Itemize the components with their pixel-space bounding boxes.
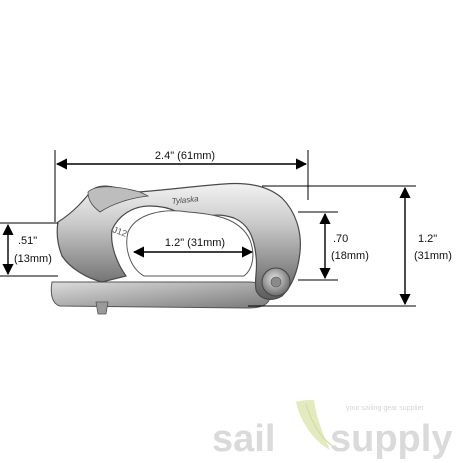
dimension-left-height: .51" (13mm) [0, 222, 58, 277]
label-inner-height-in: .70 [333, 233, 348, 245]
sail-leaf-icon [296, 400, 330, 450]
label-left-height-mm: (13mm) [14, 253, 52, 265]
snap-shackle-image: Tylaska J12 [50, 182, 301, 315]
label-overall-length: 2.4" (61mm) [155, 150, 215, 162]
watermark-word-sail: sail [212, 418, 275, 460]
sail-leaf-icon-inner [305, 403, 337, 449]
sailsupply-watermark: sail supply your sailing gear supplier [212, 400, 452, 460]
shackle-hook-body [56, 182, 301, 300]
shackle-base-bar [50, 281, 271, 309]
label-left-height-in: .51" [18, 235, 37, 247]
label-overall-height-mm: (31mm) [414, 250, 452, 262]
shackle-pin-center [270, 276, 282, 288]
watermark-word-supply: supply [330, 418, 452, 460]
shackle-tab [95, 301, 109, 315]
label-opening-width: 1.2" (31mm) [165, 237, 225, 249]
label-inner-height-mm: (18mm) [331, 250, 369, 262]
engraving-code: J12 [111, 224, 128, 238]
shackle-opening [126, 210, 254, 277]
label-overall-height-in: 1.2" [418, 233, 437, 245]
shackle-jaw [87, 186, 150, 213]
dimension-opening-width: 1.2" (31mm) [132, 237, 254, 258]
watermark-tagline: your sailing gear supplier [346, 405, 424, 412]
dimension-overall-height: 1.2" (31mm) [248, 185, 452, 307]
dimension-inner-height: .70 (18mm) [298, 211, 369, 281]
engraving-brand: Tylaska [171, 194, 199, 206]
dimension-overall-length: 2.4" (61mm) [54, 150, 309, 222]
